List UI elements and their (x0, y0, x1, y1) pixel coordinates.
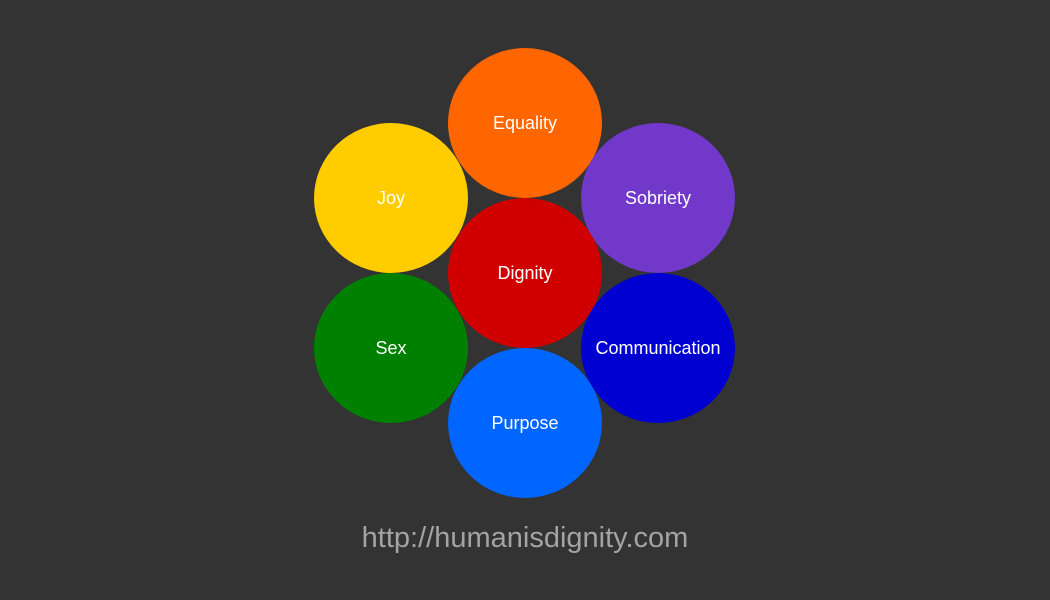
circle-label: Sex (375, 337, 407, 358)
circle-sobriety: Sobriety (581, 123, 735, 273)
circle-joy: Joy (314, 123, 468, 273)
circle-dignity: Dignity (448, 198, 602, 348)
website-url[interactable]: http://humanisdignity.com (361, 522, 689, 554)
circle-label: Sobriety (624, 187, 692, 208)
circle-label: Communication (595, 337, 721, 358)
circle-equality: Equality (448, 48, 602, 198)
circle-label: Equality (492, 112, 558, 133)
circle-label: Dignity (497, 262, 553, 283)
circle-label: Purpose (491, 412, 559, 433)
circle-label: Joy (376, 187, 405, 208)
circle-sex: Sex (314, 273, 468, 423)
circle-purpose: Purpose (448, 348, 602, 498)
circle-communication: Communication (581, 273, 735, 423)
